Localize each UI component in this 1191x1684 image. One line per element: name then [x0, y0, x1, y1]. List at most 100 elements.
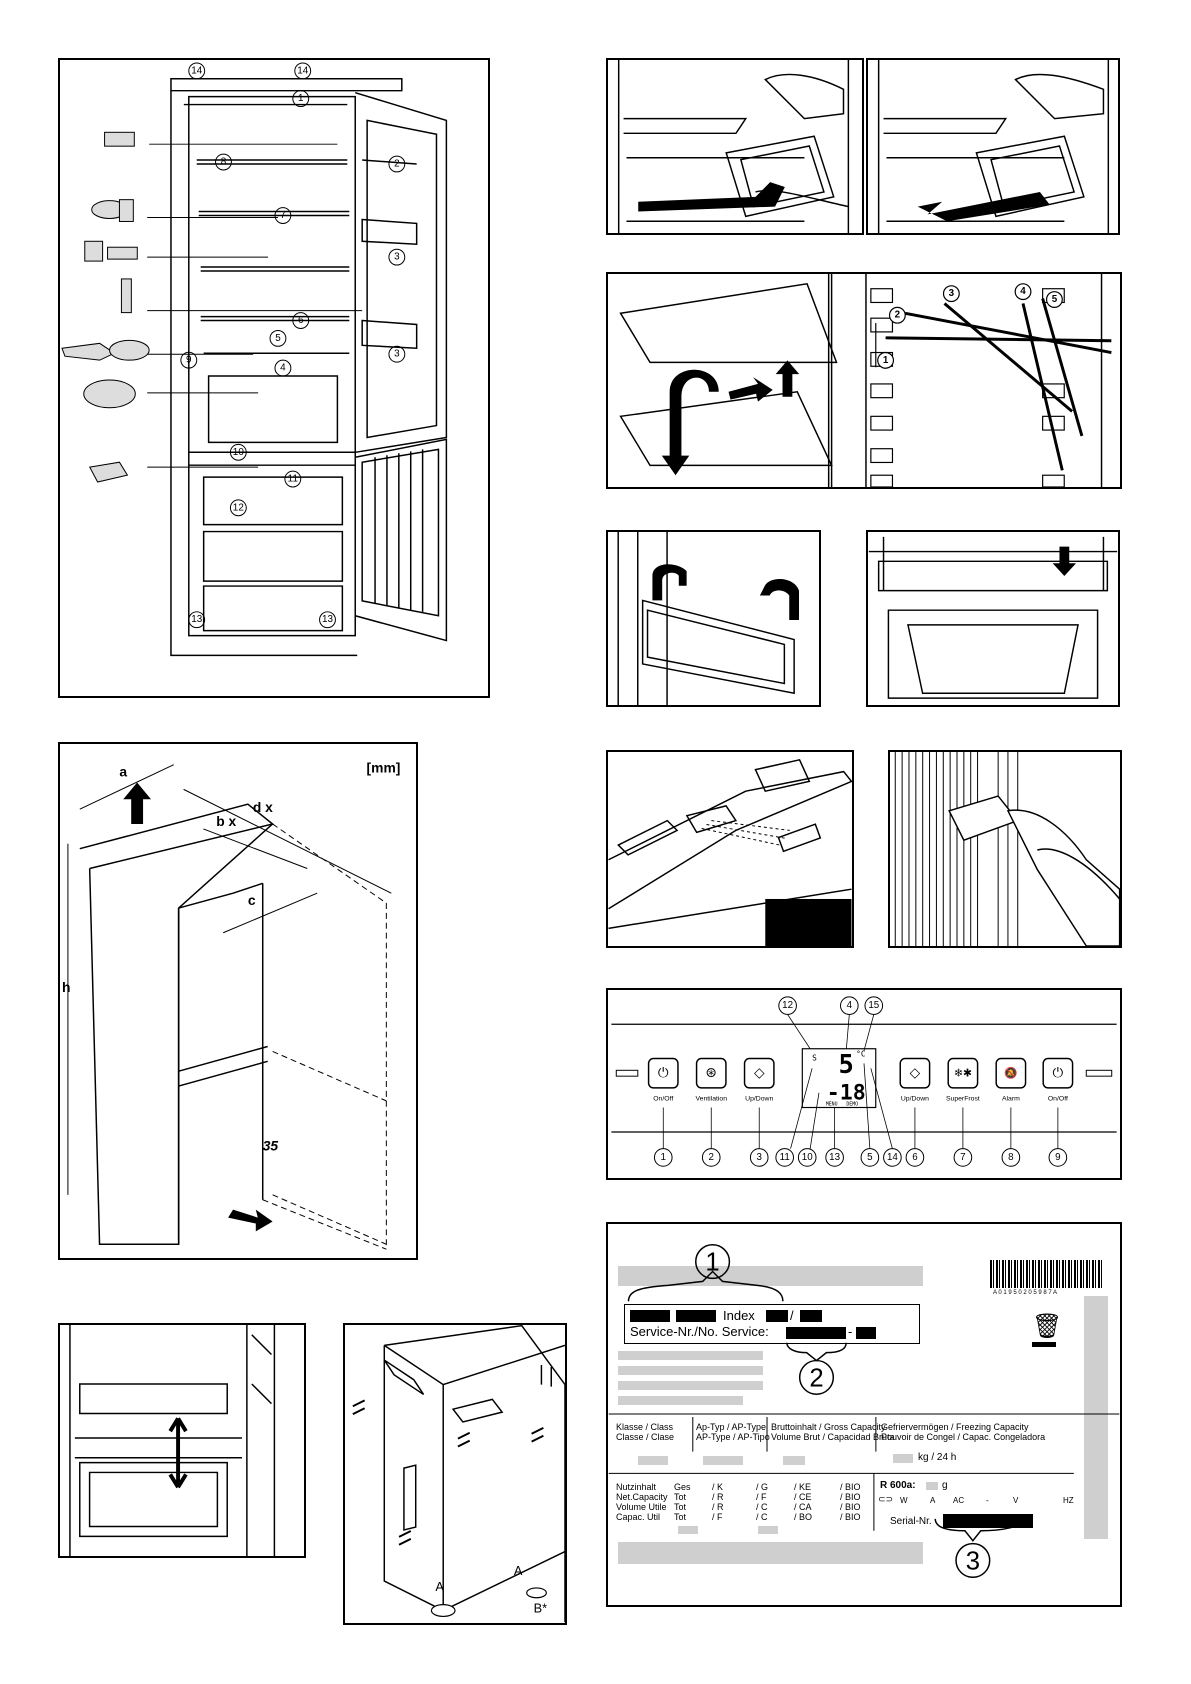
net-bio-2: / BIO	[840, 1492, 861, 1502]
ventilation-icon[interactable]: ⊛	[706, 1065, 717, 1081]
leg-adjust-panel: A A B*	[343, 1323, 567, 1625]
index-label: Index	[723, 1308, 755, 1323]
elec-v: V	[1013, 1496, 1019, 1505]
redact-row-4	[618, 1396, 743, 1405]
redact-row-3	[618, 1381, 763, 1390]
callout-8: 8	[221, 157, 227, 168]
alarm-icon[interactable]: 🔕	[1004, 1067, 1017, 1080]
service-dash: -	[848, 1324, 853, 1339]
service-label: Service-Nr./No. Service:	[630, 1324, 769, 1339]
serial-label: Serial-Nr.	[890, 1516, 932, 1527]
col3-line2: Volume Brut / Capacidad Bruta	[771, 1432, 895, 1442]
net-value-1	[678, 1526, 698, 1534]
leg-label-b: B*	[534, 1600, 548, 1615]
cp-callout-1: 1	[661, 1152, 666, 1163]
freeze-unit: kg / 24 h	[918, 1452, 957, 1463]
cp-callout-8: 8	[1008, 1152, 1014, 1163]
net-gross-1: Ges	[674, 1482, 691, 1492]
net-k-2: / R	[712, 1492, 724, 1502]
unit-label: [mm]	[367, 760, 401, 776]
shelf-callout-2: 2	[895, 310, 901, 321]
on-off-left-icon[interactable]: ⏻	[658, 1065, 669, 1081]
rating-plate-callouts: 1 2 3	[608, 1244, 1120, 1579]
up-down-left-icon[interactable]: ◇	[754, 1065, 765, 1081]
drawer-removal-right-drawing	[877, 60, 1110, 233]
col1-value	[638, 1456, 668, 1465]
leg-adjust-drawing: A A B*	[352, 1325, 565, 1623]
weee-bin-icon: 🗑	[1032, 1312, 1063, 1340]
on-off-right-icon[interactable]: ⏻	[1052, 1065, 1063, 1081]
net-ke-2: / CE	[794, 1492, 812, 1502]
ice-tray-drawing	[608, 758, 852, 946]
display-menu: MENU	[826, 1102, 838, 1108]
door-hinge-panel	[58, 1323, 306, 1558]
fridge-overview-panel: 14 14 1 2 8 7 3 6 3 5 9 4 10 11 12 13 13	[58, 58, 490, 698]
cp-top-callout-15: 15	[868, 1000, 879, 1011]
superfrost-icon[interactable]: ❄✱	[954, 1067, 972, 1080]
elec-a: A	[930, 1496, 936, 1505]
drawer-removal-panel-right	[866, 58, 1120, 235]
net-ke-4: / BO	[794, 1512, 813, 1522]
net-gross-4: Tot	[674, 1512, 687, 1522]
callout-12: 12	[233, 502, 244, 513]
shelf-adjust-panel: 1 2 3 4 5	[606, 272, 1122, 489]
elec-w: W	[900, 1496, 908, 1505]
callout-7: 7	[280, 210, 286, 221]
net-g-2: / F	[756, 1492, 767, 1502]
service-mask-1	[786, 1327, 846, 1339]
col1-line2: Classe / Clase	[616, 1432, 675, 1442]
drawer-filter-panel	[866, 530, 1120, 707]
dim-a: a	[119, 764, 127, 780]
callout-1: 1	[298, 93, 304, 104]
callout-10: 10	[233, 447, 245, 458]
control-panel-drawing: ⏻ ⊛ ◇ ◇ ❄✱ 🔕 ⏻ On/Off Ventilation Up/Dow…	[611, 996, 1117, 1167]
up-down-right-icon[interactable]: ◇	[910, 1065, 921, 1081]
callout-3b: 3	[394, 349, 400, 360]
net-k-1: / K	[712, 1482, 724, 1492]
col3-value	[783, 1456, 805, 1465]
cp-top-callout-4: 4	[847, 1000, 853, 1011]
net-label-2: Net.Capacity	[616, 1492, 668, 1502]
ventilation-label: Ventilation	[695, 1096, 727, 1103]
ice-tray-panel	[606, 750, 854, 948]
gray-band-side	[1084, 1296, 1108, 1539]
up-down-left-label: Up/Down	[745, 1096, 773, 1103]
plug-icon: ⊂⊃	[878, 1494, 894, 1504]
dim-c: c	[248, 892, 256, 908]
col4-line1: Gefriervermögen / Freezing Capacity	[881, 1422, 1029, 1432]
up-down-right-label: Up/Down	[901, 1096, 929, 1103]
callout-13a: 13	[191, 614, 203, 625]
drawer-removal-panel-left	[606, 58, 864, 235]
col1-line1: Klasse / Class	[616, 1422, 674, 1432]
net-ke-1: / KE	[794, 1482, 812, 1492]
on-off-right-label: On/Off	[1048, 1096, 1068, 1103]
dim-b: b x	[216, 813, 236, 829]
shelf-callout-5: 5	[1052, 294, 1058, 305]
net-label-3: Volume Utile	[616, 1502, 667, 1512]
serial-mask	[943, 1514, 1033, 1528]
callout-11: 11	[288, 474, 299, 485]
cp-callout-5: 5	[867, 1152, 873, 1163]
col2-line2: AP-Type / AP-Tipo	[696, 1432, 770, 1442]
drawer-removal-left-drawing	[617, 60, 850, 233]
net-ke-3: / CA	[794, 1502, 812, 1512]
net-label-1: Nutzinhalt	[616, 1482, 657, 1492]
shelf-callout-1: 1	[883, 355, 889, 366]
leg-label-a2: A	[514, 1563, 523, 1578]
net-k-4: / F	[712, 1512, 723, 1522]
gray-band-top	[618, 1266, 923, 1286]
col2-value	[703, 1456, 743, 1465]
index-mask-2	[676, 1310, 716, 1322]
weee-bar	[1032, 1342, 1056, 1347]
alarm-label: Alarm	[1002, 1096, 1020, 1103]
net-g-3: / C	[756, 1502, 768, 1512]
display-demo: DEMO	[846, 1102, 858, 1108]
cp-top-callout-12: 12	[782, 1000, 793, 1011]
cleaning-panel	[888, 750, 1122, 948]
display-s-icon: S	[812, 1054, 817, 1063]
dim-35: 35	[263, 1137, 279, 1153]
net-gross-2: Tot	[674, 1492, 687, 1502]
refrigerant-label: R 600a:	[880, 1480, 916, 1491]
index-mask-1	[630, 1310, 670, 1322]
index-box	[624, 1304, 920, 1344]
